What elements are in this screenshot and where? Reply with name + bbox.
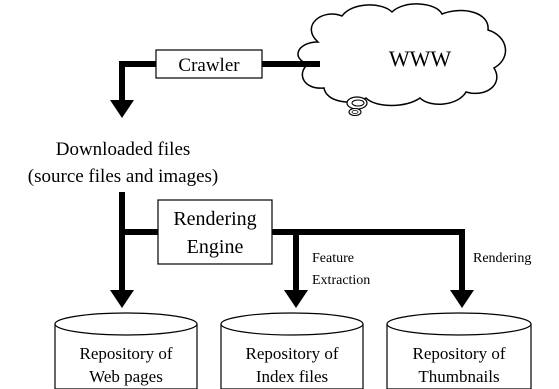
www-label: WWW [389,46,452,71]
thumbnails-arrowhead [450,290,474,308]
rendering-engine-box [157,199,273,265]
www-cloud [297,3,507,117]
repository-thumbnails [386,312,532,389]
crawler-down-arrow [119,61,156,104]
repository-web-pages [54,312,198,389]
rendering-engine-label-2: Engine [187,236,244,258]
rendering-edge-label: Rendering [473,251,531,266]
engine-output-line [272,229,465,296]
repository-web-pages-label-2: Web pages [89,367,163,386]
repository-thumbnails-label-2: Thumbnails [418,367,499,386]
crawler-arrowhead [110,100,134,118]
feature-extraction-label: Feature [312,251,354,266]
downloaded-files-label: Downloaded files [56,139,191,160]
repository-thumbnails-label: Repository of [412,344,505,363]
repository-web-pages-label: Repository of [79,344,172,363]
index-files-arrowhead [284,290,308,308]
repository-index-files-label: Repository of [245,344,338,363]
web-pages-arrowhead [110,290,134,308]
rendering-engine-label: Rendering [173,208,256,230]
repository-index-files-label-2: Index files [256,367,328,386]
crawler-label: Crawler [178,55,240,76]
repository-index-files [220,312,364,389]
crawler-box [155,49,263,79]
feature-extraction-label-2: Extraction [312,273,370,288]
downloaded-files-sublabel: (source files and images) [28,166,218,187]
